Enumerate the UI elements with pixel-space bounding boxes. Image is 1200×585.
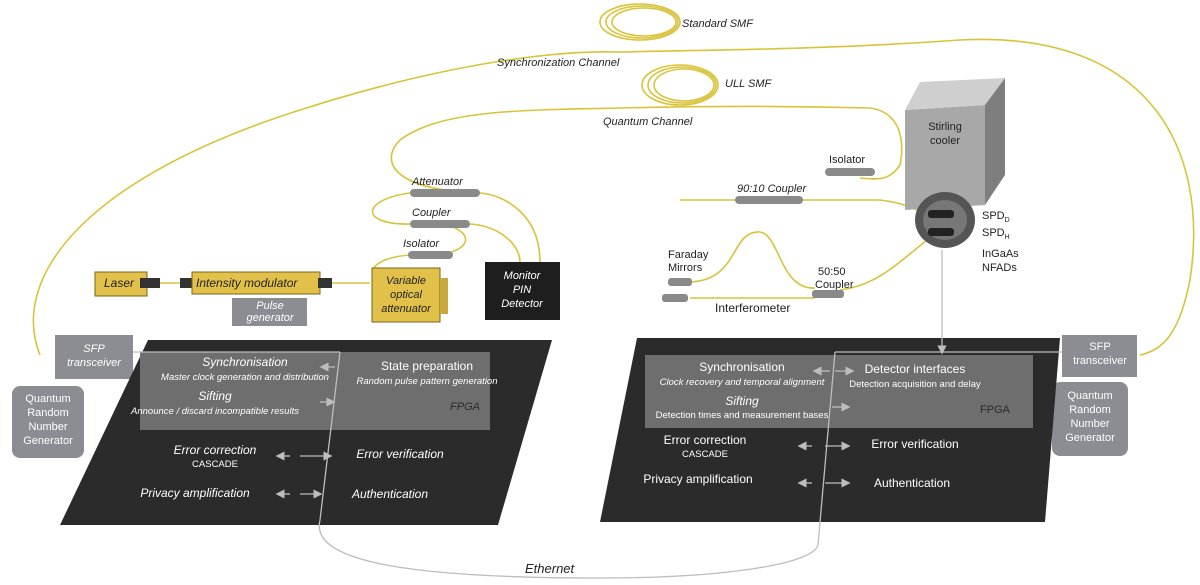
- svg-text:Number: Number: [1070, 418, 1109, 430]
- spd-labels: SPDD SPDH InGaAs NFADs: [982, 210, 1019, 274]
- svg-text:Quantum: Quantum: [25, 393, 70, 405]
- svg-text:90:10 Coupler: 90:10 Coupler: [737, 183, 807, 195]
- ethernet-label: Ethernet: [525, 561, 576, 576]
- svg-text:Privacy amplification: Privacy amplification: [643, 472, 752, 486]
- svg-text:Random: Random: [27, 407, 69, 419]
- intensity-modulator-label: Intensity modulator: [196, 276, 298, 290]
- laser-label: Laser: [104, 276, 135, 290]
- svg-text:CASCADE: CASCADE: [682, 449, 728, 460]
- svg-text:Error verification: Error verification: [871, 437, 958, 451]
- coupler-90-10: 90:10 Coupler: [735, 183, 807, 204]
- svg-text:Quantum: Quantum: [1067, 390, 1112, 402]
- svg-text:Error correction: Error correction: [174, 443, 257, 457]
- svg-text:Coupler: Coupler: [815, 279, 854, 291]
- svg-text:generator: generator: [246, 312, 294, 324]
- svg-text:Faraday: Faraday: [668, 249, 709, 261]
- svg-text:Synchronisation: Synchronisation: [699, 360, 784, 374]
- variable-optical-attenuator: Variable optical attenuator: [371, 267, 448, 323]
- svg-text:Generator: Generator: [23, 435, 73, 447]
- bob-qrng: Quantum Random Number Generator: [1052, 382, 1128, 456]
- pulse-generator: Pulse generator: [232, 298, 307, 326]
- svg-text:transceiver: transceiver: [67, 357, 122, 369]
- sync-channel-label: Synchronization Channel: [497, 57, 620, 69]
- isolator-label: Isolator: [403, 238, 440, 250]
- svg-text:Detection times and measuremen: Detection times and measurement bases: [656, 410, 829, 421]
- coupler-label: Coupler: [412, 207, 452, 219]
- svg-text:SPDD: SPDD: [982, 210, 1010, 224]
- svg-text:Random pulse pattern generatio: Random pulse pattern generation: [356, 376, 497, 387]
- svg-text:InGaAs: InGaAs: [982, 248, 1019, 260]
- coupler-component: Coupler: [410, 207, 470, 228]
- svg-text:Announce / discard incompatibl: Announce / discard incompatible results: [130, 406, 299, 417]
- svg-text:FPGA: FPGA: [450, 401, 480, 413]
- svg-text:Clock recovery and temporal al: Clock recovery and temporal alignment: [660, 377, 825, 388]
- svg-text:FPGA: FPGA: [980, 404, 1011, 416]
- isolator-component: Isolator: [403, 238, 453, 259]
- svg-text:Sifting: Sifting: [725, 394, 759, 408]
- stirling-cooler: Stirling cooler: [905, 78, 1005, 248]
- svg-text:Stirling: Stirling: [928, 121, 962, 133]
- attenuator-label: Attenuator: [411, 176, 464, 188]
- laser-component: Laser: [94, 271, 160, 297]
- svg-text:SFP: SFP: [83, 343, 105, 355]
- svg-text:Sifting: Sifting: [198, 389, 232, 403]
- svg-text:SFP: SFP: [1089, 341, 1110, 353]
- svg-text:Detection acquisition and dela: Detection acquisition and delay: [849, 379, 981, 390]
- svg-text:Authentication: Authentication: [351, 487, 428, 501]
- ull-smf-coil: [641, 64, 719, 106]
- svg-text:Variable: Variable: [386, 275, 426, 287]
- svg-text:50:50: 50:50: [818, 266, 846, 278]
- alice-qrng: Quantum Random Number Generator: [12, 386, 84, 458]
- svg-text:attenuator: attenuator: [381, 303, 432, 315]
- attenuator-component: Attenuator: [410, 176, 480, 197]
- bob-processing-panel: Synchronisation Clock recovery and tempo…: [600, 250, 1062, 546]
- svg-text:Pulse: Pulse: [256, 300, 284, 312]
- intensity-modulator: Intensity modulator: [180, 271, 332, 295]
- svg-text:Error correction: Error correction: [664, 433, 747, 447]
- ull-smf-label: ULL SMF: [725, 78, 773, 90]
- svg-text:Privacy amplification: Privacy amplification: [140, 486, 250, 500]
- svg-text:CASCADE: CASCADE: [192, 459, 238, 470]
- svg-text:Mirrors: Mirrors: [668, 262, 703, 274]
- fiber-network: [32, 3, 1195, 356]
- svg-text:cooler: cooler: [930, 135, 960, 147]
- interferometer-label: Interferometer: [715, 301, 790, 315]
- svg-text:State preparation: State preparation: [381, 359, 473, 373]
- standard-smf-coil: [599, 3, 681, 41]
- svg-text:NFADs: NFADs: [982, 262, 1017, 274]
- coupler-50-50: 50:50 Coupler: [812, 266, 854, 298]
- svg-text:PIN: PIN: [513, 284, 531, 296]
- svg-text:Random: Random: [1069, 404, 1111, 416]
- svg-text:Detector interfaces: Detector interfaces: [865, 362, 966, 376]
- standard-smf-label: Standard SMF: [682, 18, 754, 30]
- svg-text:transceiver: transceiver: [1073, 355, 1127, 367]
- monitor-pin-detector: Monitor PIN Detector: [485, 262, 560, 320]
- svg-text:Synchronisation: Synchronisation: [202, 355, 288, 369]
- svg-text:Authentication: Authentication: [874, 476, 950, 490]
- bob-isolator: Isolator: [825, 154, 875, 176]
- alice-sfp-transceiver: SFP transceiver: [55, 335, 133, 379]
- svg-text:Detector: Detector: [501, 298, 544, 310]
- svg-text:Number: Number: [28, 421, 67, 433]
- svg-text:optical: optical: [390, 289, 422, 301]
- svg-text:Generator: Generator: [1065, 432, 1115, 444]
- svg-text:Monitor: Monitor: [504, 270, 542, 282]
- alice-processing-panel: Synchronisation Master clock generation …: [60, 340, 819, 579]
- quantum-channel-label: Quantum Channel: [603, 116, 693, 128]
- svg-text:Error verification: Error verification: [356, 447, 444, 461]
- svg-text:Isolator: Isolator: [829, 154, 865, 166]
- faraday-mirrors: Faraday Mirrors: [662, 249, 709, 302]
- bob-sfp-transceiver: SFP transceiver: [1062, 335, 1137, 377]
- svg-text:SPDH: SPDH: [982, 227, 1010, 241]
- svg-text:Master clock generation and di: Master clock generation and distribution: [161, 372, 329, 383]
